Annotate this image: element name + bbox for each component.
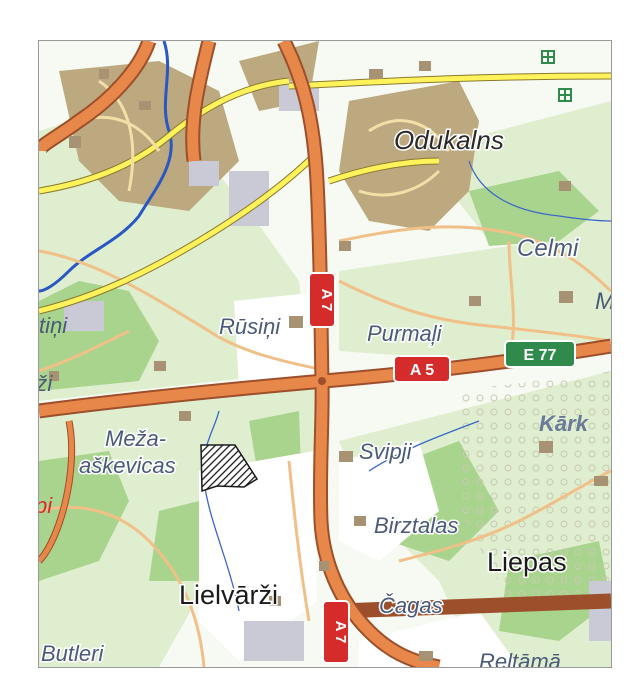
- svg-text:A 7: A 7: [332, 621, 349, 644]
- junction-marker: [318, 377, 326, 385]
- label-liepas[interactable]: Liepas: [486, 546, 569, 579]
- label-tini-partial: tiņi: [39, 313, 68, 338]
- label-lielvarzi[interactable]: Lielvārži: [178, 579, 280, 612]
- label-meza[interactable]: Meža-: [104, 425, 168, 453]
- stream: [468, 160, 611, 222]
- label-askevicas[interactable]: aškevicas: [78, 452, 178, 480]
- route-shield-a7-north[interactable]: A 7: [308, 272, 336, 328]
- label-m-partial: M: [595, 288, 611, 315]
- label-celmi[interactable]: Celmi: [516, 234, 581, 264]
- label-svipji[interactable]: Svipji: [358, 438, 415, 466]
- label-rusini[interactable]: Rūsiņi: [218, 313, 283, 341]
- secondary-roads-fill: [39, 73, 611, 314]
- river: [39, 41, 173, 293]
- label-butleri[interactable]: Butleri: [40, 640, 106, 668]
- label-zi-partial: rži: [39, 371, 53, 396]
- route-shield-a5[interactable]: A 5: [393, 355, 451, 383]
- label-birztalas[interactable]: Birztalas: [373, 512, 460, 540]
- stream: [368, 420, 480, 472]
- label-karki[interactable]: Kārk: [539, 411, 590, 436]
- route-shield-e77[interactable]: E 77: [504, 340, 576, 368]
- svg-text:A 5: A 5: [410, 362, 434, 379]
- topographic-map[interactable]: A 7 A 7 A 5 E 77 Odukalns Celmi M Rūsiņi…: [39, 41, 611, 667]
- map-frame: A 7 A 7 A 5 E 77 Odukalns Celmi M Rūsiņi…: [38, 40, 612, 668]
- label-odukalns[interactable]: Odukalns: [393, 124, 506, 157]
- road-branch: [39, 420, 75, 563]
- minor-roads: [39, 225, 611, 667]
- label-pi-partial: pi: [39, 493, 53, 518]
- label-cagas[interactable]: Čagas: [378, 592, 445, 620]
- label-bottom-partial: Reltāmā: [479, 649, 561, 667]
- orchard-area: [459, 371, 611, 601]
- svg-text:E 77: E 77: [524, 347, 557, 364]
- buildings: [49, 61, 608, 661]
- place-labels: Odukalns Celmi M Rūsiņi Purmaļi tiņi rži…: [39, 124, 611, 668]
- label-purmali[interactable]: Purmaļi: [366, 320, 445, 348]
- svg-text:A 7: A 7: [318, 289, 335, 312]
- restricted-area-hatched: [200, 444, 259, 493]
- church-icon: [541, 50, 572, 102]
- route-shield-a7-south[interactable]: A 7: [322, 600, 350, 664]
